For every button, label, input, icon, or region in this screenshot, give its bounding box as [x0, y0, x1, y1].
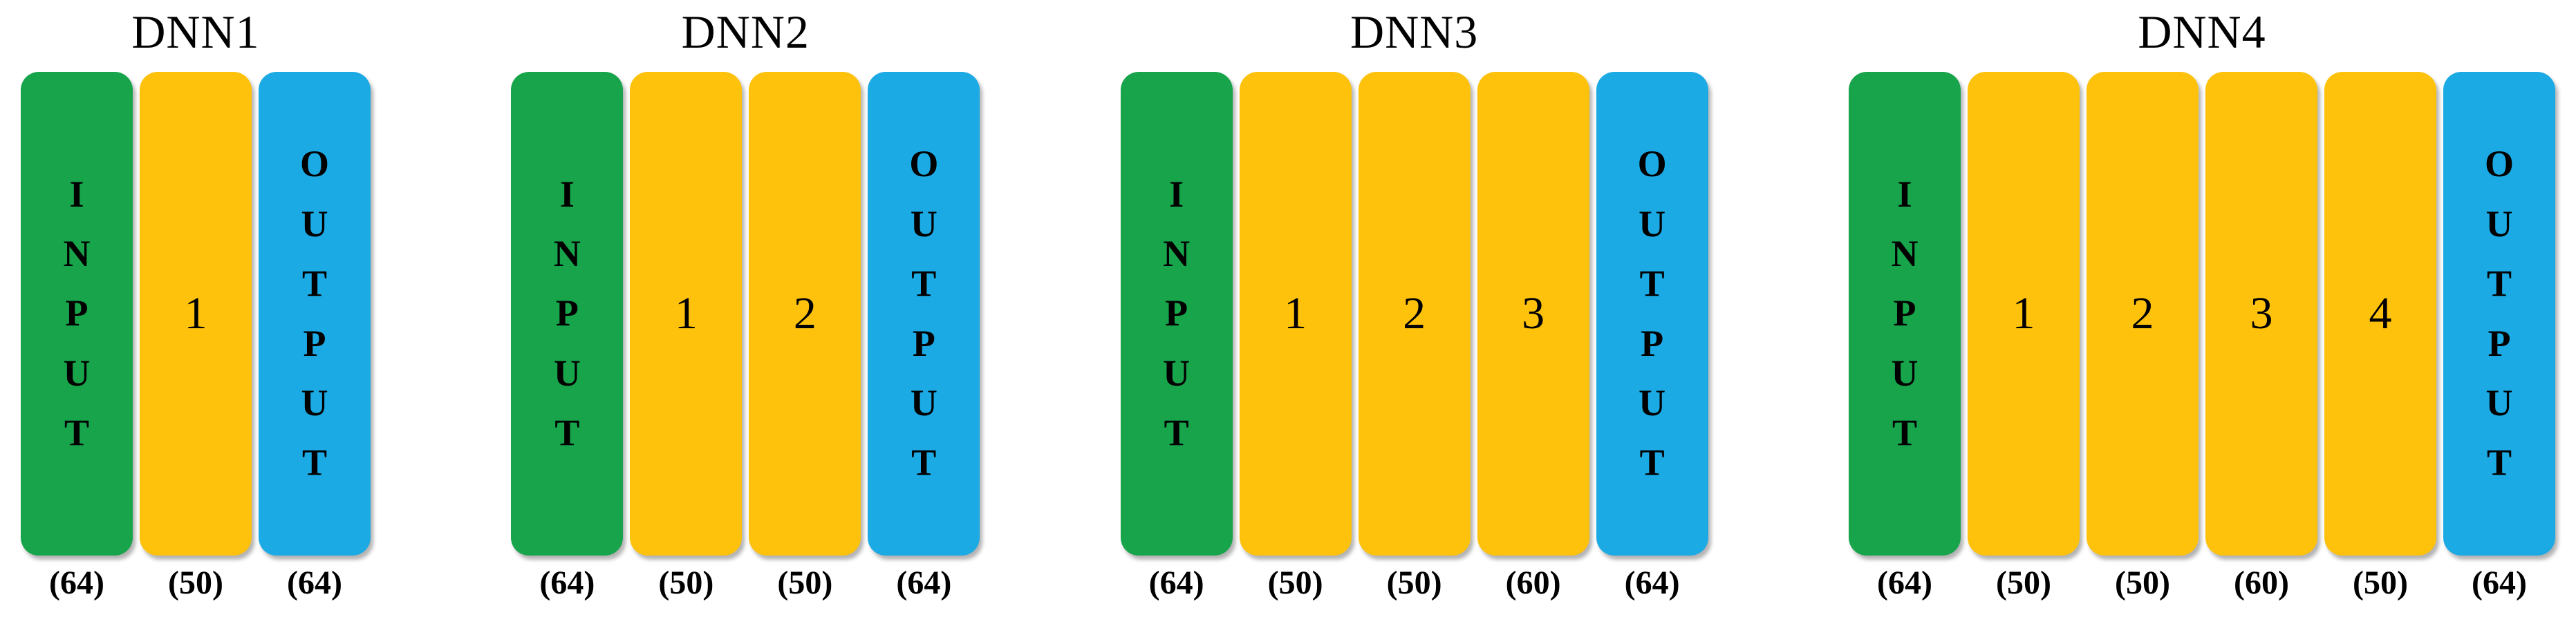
layer-column: 2 (50) [749, 71, 861, 602]
layer-column: I N P U T (64) [1120, 71, 1233, 602]
hidden-layer-pill: 3 [2205, 71, 2317, 556]
layer-size-label: (64) [49, 564, 104, 601]
layer-label: 1 [1284, 287, 1307, 339]
layer-size-label: (50) [1386, 564, 1442, 601]
input-layer-pill: I N P U T [21, 71, 133, 556]
hidden-layer-pill: 1 [1239, 71, 1352, 556]
hidden-layer-pill: 2 [2086, 71, 2199, 556]
layer-size-label: (50) [168, 564, 223, 601]
layer-column: I N P U T (64) [21, 71, 133, 602]
network-title: DNN2 [681, 6, 810, 58]
layer-label: O U T P U T [2484, 143, 2514, 484]
layer-size-label: (64) [1148, 564, 1204, 601]
hidden-layer-pill: 1 [630, 71, 743, 556]
hidden-layer-pill: 1 [140, 71, 252, 556]
output-layer-pill: O U T P U T [259, 71, 371, 556]
layer-column: 2 (50) [2086, 71, 2199, 602]
layer-row: I N P U T (64) 1 (50) 2 (50) 3 (60) O U … [1120, 71, 1708, 602]
network-group: DNN1 I N P U T (64) 1 (50) O U T P U T (… [21, 4, 371, 601]
layer-label: 1 [184, 287, 207, 339]
network-title: DNN3 [1350, 6, 1479, 58]
network-group: DNN4 I N P U T (64) 1 (50) 2 (50) 3 (60)… [1848, 4, 2555, 602]
layer-row: I N P U T (64) 1 (50) O U T P U T (64) [21, 71, 371, 602]
layer-column: 1 (50) [630, 71, 743, 602]
layer-size-label: (64) [2472, 564, 2527, 601]
layer-column: 3 (60) [1477, 71, 1589, 602]
layer-label: 3 [2250, 287, 2273, 339]
layer-size-label: (50) [658, 564, 714, 601]
layer-row: I N P U T (64) 1 (50) 2 (50) O U T P U T… [511, 71, 980, 602]
layer-label: I N P U T [553, 173, 581, 454]
layer-column: O U T P U T (64) [1596, 71, 1708, 602]
network-group: DNN2 I N P U T (64) 1 (50) 2 (50) O U T … [511, 4, 980, 601]
layer-label: O U T P U T [909, 143, 939, 484]
layer-column: O U T P U T (64) [868, 71, 980, 602]
layer-column: 1 (50) [1967, 71, 2080, 602]
hidden-layer-pill: 1 [1967, 71, 2080, 556]
layer-label: I N P U T [1163, 173, 1191, 454]
hidden-layer-pill: 3 [1477, 71, 1589, 556]
layer-label: 2 [1403, 287, 1426, 339]
output-layer-pill: O U T P U T [1596, 71, 1708, 556]
layer-column: 2 (50) [1358, 71, 1471, 602]
layer-label: 1 [2012, 287, 2035, 339]
hidden-layer-pill: 4 [2324, 71, 2436, 556]
layer-size-label: (64) [896, 564, 952, 601]
network-title: DNN4 [2138, 6, 2266, 58]
layer-size-label: (50) [1267, 564, 1323, 601]
layer-column: I N P U T (64) [511, 71, 624, 602]
layer-size-label: (60) [2234, 564, 2289, 601]
input-layer-pill: I N P U T [1848, 71, 1961, 556]
input-layer-pill: I N P U T [511, 71, 624, 556]
layer-label: O U T P U T [299, 143, 329, 484]
layer-size-label: (64) [1624, 564, 1680, 601]
layer-column: 1 (50) [140, 71, 252, 602]
layer-size-label: (50) [2353, 564, 2408, 601]
network-title: DNN1 [131, 6, 260, 58]
layer-column: I N P U T (64) [1848, 71, 1961, 602]
output-layer-pill: O U T P U T [868, 71, 980, 556]
layer-size-label: (64) [1877, 564, 1932, 601]
hidden-layer-pill: 2 [1358, 71, 1471, 556]
input-layer-pill: I N P U T [1120, 71, 1233, 556]
hidden-layer-pill: 2 [749, 71, 861, 556]
layer-row: I N P U T (64) 1 (50) 2 (50) 3 (60) 4 (5… [1848, 71, 2555, 602]
layer-size-label: (64) [287, 564, 342, 601]
output-layer-pill: O U T P U T [2443, 71, 2555, 556]
layer-column: 3 (60) [2205, 71, 2317, 602]
layer-label: I N P U T [1891, 173, 1919, 454]
layer-size-label: (64) [539, 564, 595, 601]
network-group: DNN3 I N P U T (64) 1 (50) 2 (50) 3 (60)… [1120, 4, 1708, 602]
layer-label: 2 [2131, 287, 2154, 339]
layer-size-label: (50) [777, 564, 833, 601]
layer-size-label: (60) [1505, 564, 1561, 601]
layer-label: 4 [2369, 287, 2392, 339]
layer-size-label: (50) [1996, 564, 2051, 601]
layer-label: 2 [793, 287, 816, 339]
layer-label: 3 [1522, 287, 1545, 339]
layer-label: I N P U T [63, 173, 91, 454]
layer-column: 4 (50) [2324, 71, 2436, 602]
layer-label: 1 [674, 287, 698, 339]
layer-label: O U T P U T [1637, 143, 1667, 484]
layer-size-label: (50) [2115, 564, 2170, 601]
layer-column: 1 (50) [1239, 71, 1352, 602]
layer-column: O U T P U T (64) [259, 71, 371, 602]
layer-column: O U T P U T (64) [2443, 71, 2555, 602]
